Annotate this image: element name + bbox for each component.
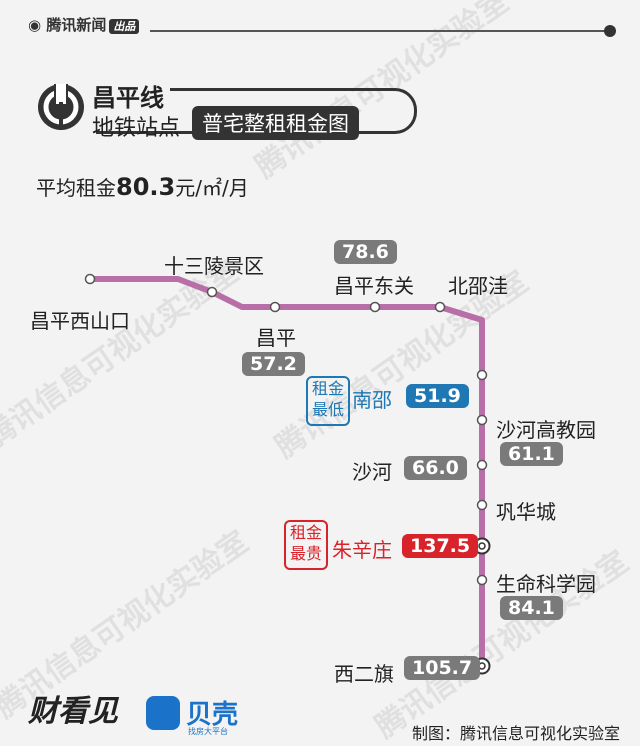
station-dot bbox=[206, 286, 218, 298]
highest-rent-tag: 租金 最贵 bbox=[284, 520, 328, 570]
tag-line: 租金 bbox=[289, 523, 322, 542]
header-bar: ◉ 腾讯新闻出品 bbox=[0, 0, 640, 48]
tag-line: 最贵 bbox=[289, 544, 322, 563]
station-dot bbox=[476, 574, 488, 586]
brand-name: 腾讯新闻 bbox=[46, 16, 107, 34]
station-dot bbox=[476, 499, 488, 511]
beijing-subway-logo-icon bbox=[38, 84, 84, 130]
station-dot bbox=[476, 414, 488, 426]
station-label: 沙河 bbox=[352, 460, 392, 484]
price-badge: 51.9 bbox=[406, 384, 469, 408]
average-prefix: 平均租金 bbox=[36, 176, 116, 200]
beike-logo-icon bbox=[146, 696, 180, 730]
station-dot bbox=[476, 369, 488, 381]
station-label: 昌平东关 bbox=[334, 274, 414, 298]
price-badge: 78.6 bbox=[334, 240, 397, 264]
line-name: 昌平线 bbox=[92, 78, 170, 113]
credit-text: 制图：腾讯信息可视化实验室 bbox=[412, 724, 621, 743]
station-dot bbox=[434, 301, 446, 313]
station-label: 南邵 bbox=[352, 388, 392, 412]
subway-line-path bbox=[87, 276, 485, 667]
tencent-news-icon: ◉ bbox=[28, 16, 42, 34]
average-unit: 元/㎡/月 bbox=[175, 176, 249, 200]
station-label: 昌平 bbox=[256, 326, 296, 350]
station-label: 北邵洼 bbox=[448, 274, 508, 298]
station-dot bbox=[476, 459, 488, 471]
station-label: 十三陵景区 bbox=[164, 254, 264, 278]
station-label: 西二旗 bbox=[334, 662, 394, 686]
brand-badge: 出品 bbox=[109, 19, 140, 34]
station-dot bbox=[269, 301, 281, 313]
caikanjian-logo: 财看见 bbox=[28, 694, 118, 729]
lowest-rent-tag: 租金 最低 bbox=[306, 376, 350, 426]
station-label: 生命科学园 bbox=[496, 572, 596, 596]
station-dot bbox=[84, 273, 96, 285]
brand-logo: ◉ 腾讯新闻出品 bbox=[28, 14, 140, 35]
tag-line: 最低 bbox=[311, 400, 344, 419]
price-badge: 137.5 bbox=[402, 534, 479, 558]
price-badge: 57.2 bbox=[242, 352, 305, 376]
price-badge: 66.0 bbox=[404, 456, 467, 480]
price-badge: 105.7 bbox=[404, 656, 481, 680]
tag-line: 租金 bbox=[311, 379, 344, 398]
subtitle-left: 地铁站点 bbox=[92, 116, 181, 141]
station-dot bbox=[369, 301, 381, 313]
price-badge: 84.1 bbox=[500, 596, 563, 620]
average-value: 80.3 bbox=[116, 173, 176, 201]
average-rent: 平均租金80.3元/㎡/月 bbox=[36, 172, 249, 201]
station-label: 朱辛庄 bbox=[332, 538, 392, 562]
station-label: 昌平西山口 bbox=[30, 309, 130, 333]
subtitle-right: 普宅整租租金图 bbox=[192, 106, 359, 140]
beike-logo-subtitle: 找房大平台 bbox=[188, 727, 228, 736]
station-label: 巩华城 bbox=[496, 500, 556, 524]
interchange-station-icon-inner bbox=[478, 542, 486, 550]
beike-logo: 贝壳 bbox=[186, 700, 239, 730]
price-badge: 61.1 bbox=[500, 442, 563, 466]
header-end-dot bbox=[604, 25, 616, 37]
station-label: 沙河高教园 bbox=[496, 418, 596, 442]
header-divider bbox=[150, 30, 606, 32]
